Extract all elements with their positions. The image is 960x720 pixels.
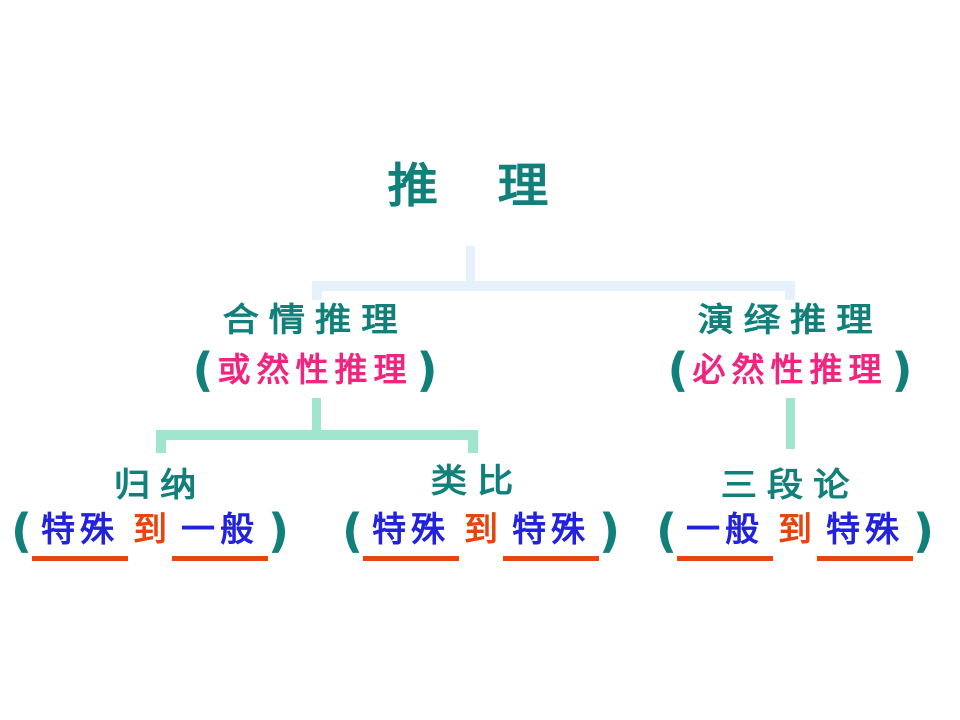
annotation-text: 或然性推理 xyxy=(217,350,413,389)
open-paren: ( xyxy=(667,343,689,397)
open-paren: ( xyxy=(655,504,677,558)
leaf-node-syllogism: 三段论 xyxy=(720,465,860,504)
blank-dest: 特殊 xyxy=(817,512,913,561)
open-paren: ( xyxy=(192,343,214,397)
leaf-annotation-analogy: ( 特殊 到 特殊 ) xyxy=(331,508,631,561)
branch-node-plausible: 合情推理 xyxy=(222,300,408,339)
connector-root-stub xyxy=(466,246,475,283)
blank-from: 一般 xyxy=(677,512,773,561)
connector-plausible-drop-right xyxy=(468,430,478,453)
to-word: 到 xyxy=(778,510,812,550)
blank-dest: 一般 xyxy=(172,512,268,561)
close-paren: ) xyxy=(599,504,621,558)
blank-from: 特殊 xyxy=(32,512,128,561)
close-paren: ) xyxy=(416,343,438,397)
connector-plausible-stub xyxy=(312,398,321,434)
root-node-reasoning: 推 理 xyxy=(387,159,553,214)
blank-from: 特殊 xyxy=(363,512,459,561)
connector-plausible-bar xyxy=(156,430,478,440)
open-paren: ( xyxy=(10,504,32,558)
leaf-annotation-induction: ( 特殊 到 一般 ) xyxy=(10,508,290,561)
close-paren: ) xyxy=(913,504,935,558)
leaf-annotation-syllogism: ( 一般 到 特殊 ) xyxy=(645,508,945,561)
branch-annotation-plausible: ( 或然性推理 ) xyxy=(165,347,465,393)
connector-root-drop-left xyxy=(312,281,322,300)
connector-root-drop-right xyxy=(785,281,795,300)
branch-annotation-deductive: ( 必然性推理 ) xyxy=(640,347,940,393)
close-paren: ) xyxy=(268,504,290,558)
leaf-node-induction: 归纳 xyxy=(113,465,207,504)
leaf-node-analogy: 类比 xyxy=(430,461,524,500)
annotation-text: 必然性推理 xyxy=(692,350,888,389)
close-paren: ) xyxy=(891,343,913,397)
to-word: 到 xyxy=(464,510,498,550)
to-word: 到 xyxy=(133,510,167,550)
connector-plausible-drop-left xyxy=(156,430,166,453)
branch-node-deductive: 演绎推理 xyxy=(697,300,883,339)
connector-root-bar xyxy=(312,281,795,291)
open-paren: ( xyxy=(341,504,363,558)
connector-deductive-line xyxy=(786,398,795,449)
blank-dest: 特殊 xyxy=(503,512,599,561)
